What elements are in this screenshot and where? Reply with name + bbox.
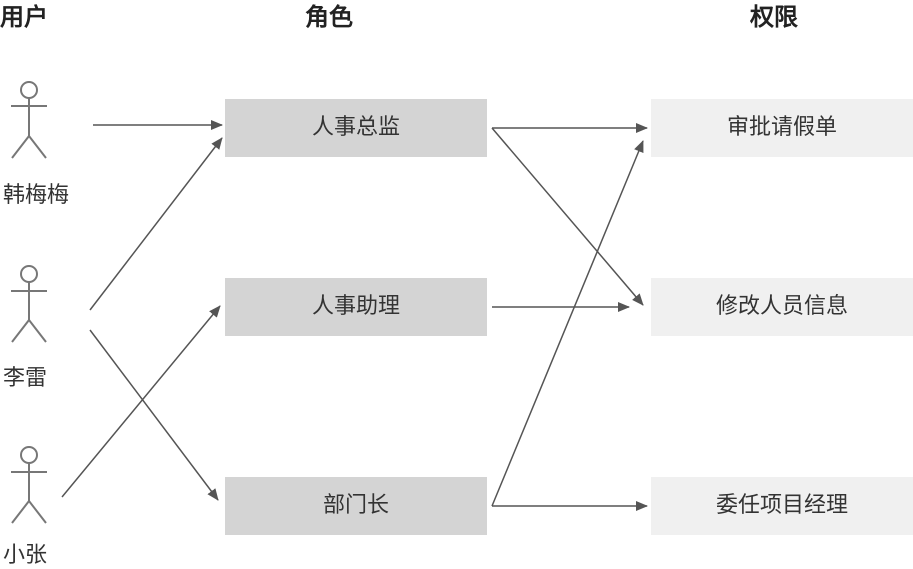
user-icon-lilei bbox=[11, 265, 47, 343]
role-box-hr-director: 人事总监 bbox=[225, 99, 487, 157]
edge-lilei-department-head bbox=[89, 329, 219, 501]
user-icon-xiaozhang bbox=[11, 446, 47, 524]
role-box-department-head: 部门长 bbox=[225, 477, 487, 535]
permission-box-modify-info: 修改人员信息 bbox=[651, 278, 913, 336]
edge-lilei-hr-director bbox=[89, 137, 223, 311]
header-roles: 角色 bbox=[305, 3, 353, 31]
permission-box-approve-leave: 审批请假单 bbox=[651, 99, 913, 157]
user-icon-hanmeimei bbox=[11, 81, 47, 159]
user-label-lilei: 李雷 bbox=[3, 366, 48, 391]
role-box-hr-assistant: 人事助理 bbox=[225, 278, 487, 336]
header-permissions: 权限 bbox=[750, 3, 798, 31]
permission-box-appoint-pm: 委任项目经理 bbox=[651, 477, 913, 535]
user-label-xiaozhang: 小张 bbox=[3, 543, 48, 568]
edge-department-head-approve-leave bbox=[491, 140, 644, 507]
edge-xiaozhang-hr-assistant bbox=[61, 305, 221, 498]
edge-hr-director-modify-info bbox=[491, 127, 644, 306]
header-users: 用户 bbox=[0, 3, 48, 31]
user-label-hanmeimei: 韩梅梅 bbox=[3, 183, 70, 208]
